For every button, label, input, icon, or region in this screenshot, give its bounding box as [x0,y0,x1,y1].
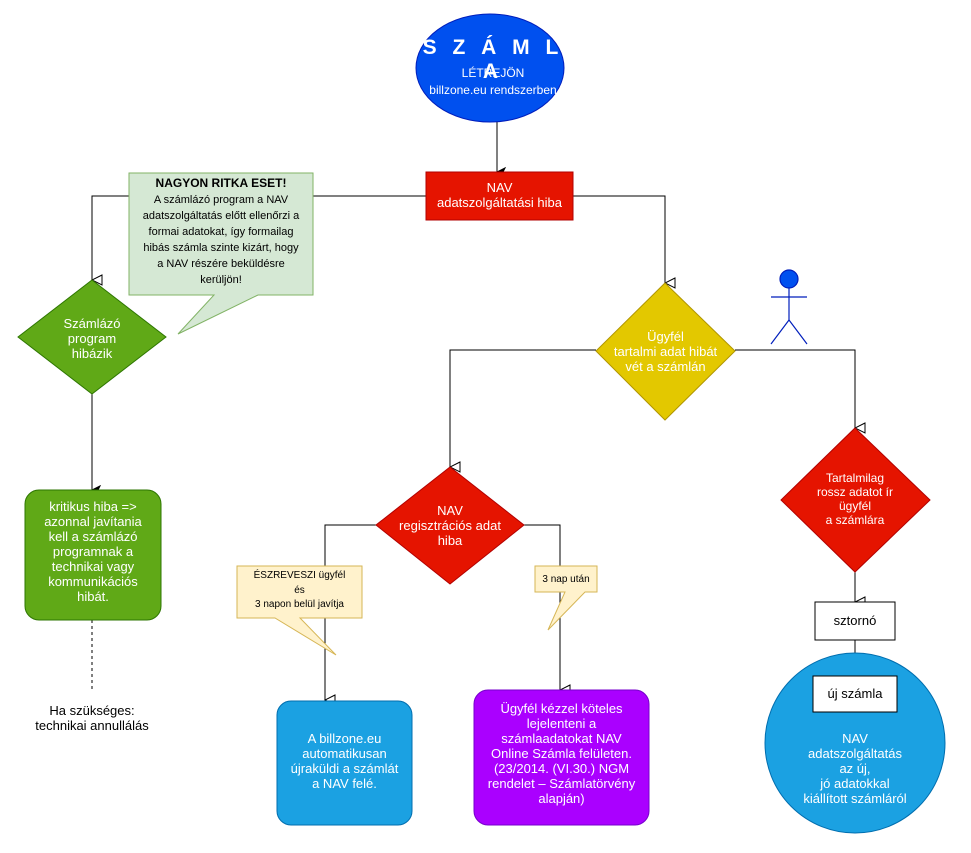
rare-note-callout [128,172,314,335]
registration-error-label: NAV regisztrációs adat hiba [399,503,501,548]
manual-label: Ügyfél kézzel köteles lejelenteni a szám… [487,701,636,806]
resend-label: A billzone.eu automatikusan újraküldi a … [290,731,399,791]
critical-node [24,489,162,621]
edge-customer-to-registration [450,349,596,467]
connectors [92,122,855,700]
customer-error-node [595,282,736,421]
nav-error-node [425,171,574,221]
rare-note-text: NAGYON RITKA ESET! A számlázó program a … [142,176,300,287]
program-error-node [17,279,167,395]
edge-registration-to-manual [524,524,560,690]
final-label: NAV adatszolgáltatás az új, jó adatokkal… [803,731,907,806]
registration-error-node [375,466,525,585]
storno-label: sztornó [833,613,877,628]
edge-nav-error-to-program-error [92,195,426,280]
notice-note-callout [236,565,363,656]
new-invoice-label: új számla [827,686,883,701]
wrong-data-label: Tartalmilag rossz adatot ír ügyfél a szá… [816,471,894,527]
start-node [415,13,565,123]
start-subtitle: LÉTREJÖN billzone.eu rendszerben [429,66,557,97]
manual-node [473,689,650,826]
nav-error-label: NAV adatszolgáltatási hiba [436,180,563,210]
resend-node [276,700,413,826]
new-invoice-node [812,675,898,713]
critical-label: kritikus hiba => azonnal javítania kell … [44,499,142,604]
final-node [764,652,946,834]
customer-error-label: Ügyfél tartalmi adat hibát vét a számlán [613,329,718,374]
after-note-text: 3 nap után [542,574,590,585]
edge-nav-error-to-customer-error [573,195,665,283]
wrong-data-node [780,427,931,573]
after-note-callout [534,565,598,631]
annul-label: Ha szükséges: technikai annullálás [35,703,149,733]
program-error-label: Számlázó program hibázik [63,316,121,361]
notice-note-text: ÉSZREVESZI ügyfél és 3 napon belül javít… [253,570,346,610]
storno-node [814,601,896,641]
start-title: S Z Á M L A [422,36,564,83]
edge-customer-to-wrong-data [735,349,855,428]
user-actor-icon [770,269,808,345]
edge-registration-to-resend [325,524,376,700]
